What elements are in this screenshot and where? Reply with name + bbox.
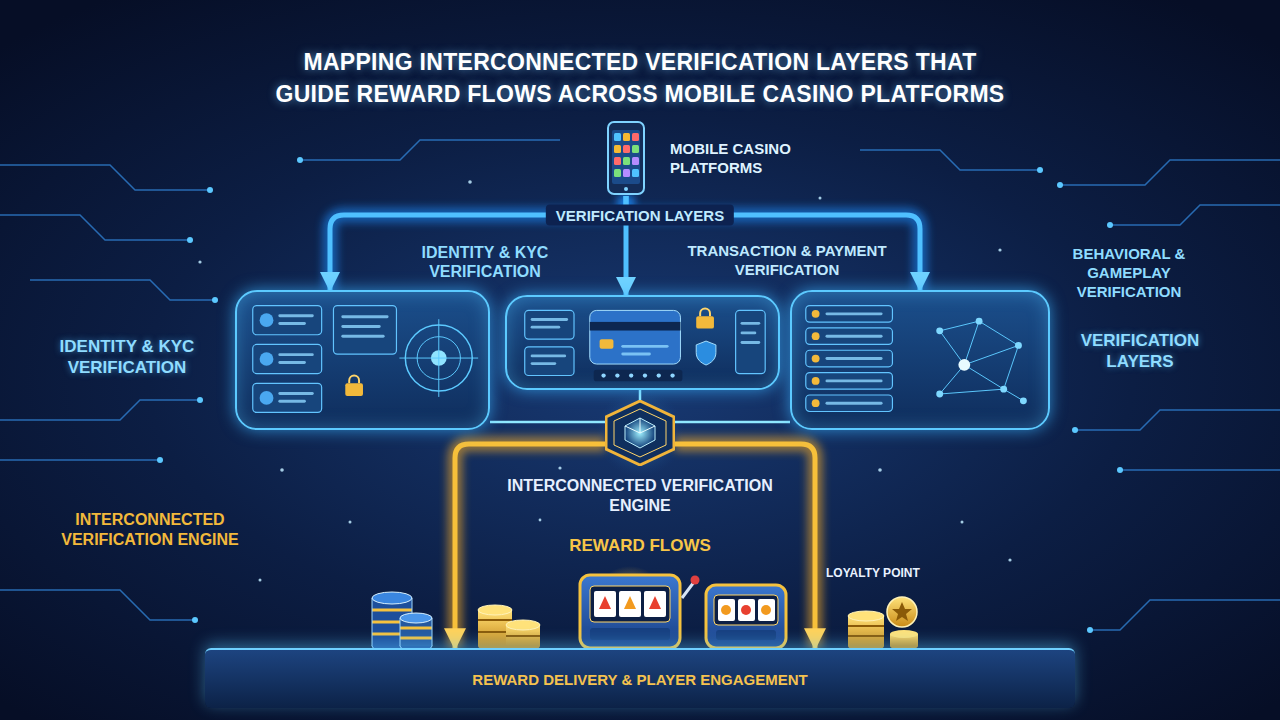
node-label: MOBILE CASINO PLATFORMS [670, 139, 820, 177]
connector-glow [675, 418, 790, 426]
verification-panel: TRANSACTION & PAYMENT VERIFICATION [505, 295, 780, 390]
node-label: INTERCONNECTED VERIFICATION ENGINE [505, 476, 775, 516]
connector-glow [636, 390, 644, 400]
annotation-label: VERIFICATION LAYERS [546, 205, 734, 226]
node-label: REWARD DELIVERY & PLAYER ENGAGEMENT [205, 650, 1075, 708]
engine-hexagon-shape [605, 400, 675, 466]
annotation-label: LOYALTY POINT [826, 566, 946, 580]
verification-panel: BEHAVIORAL & GAMEPLAY VERIFICATION [790, 290, 1050, 430]
phone-icon [596, 120, 656, 196]
annotation-label: IDENTITY & KYC VERIFICATION [405, 243, 565, 281]
panel-detail [507, 297, 778, 388]
panel-detail [792, 292, 1048, 428]
loyalty-coins [848, 597, 918, 651]
node-label: BEHAVIORAL & GAMEPLAY VERIFICATION [1054, 244, 1204, 301]
circuit-dots [157, 157, 1123, 633]
connector-glow [490, 418, 605, 426]
slot-machine [706, 585, 786, 648]
panel-detail [237, 292, 488, 428]
annotation-label: INTERCONNECTED VERIFICATION ENGINE [25, 510, 275, 550]
sparkles [198, 180, 1011, 581]
connector-arrow [675, 421, 790, 424]
annotation-label: VERIFICATION LAYERS [1060, 330, 1220, 372]
annotation-label: REWARD FLOWS [560, 536, 720, 556]
connector-arrow [490, 421, 605, 424]
circuit-lines [0, 140, 1280, 630]
node-label: IDENTITY & KYC VERIFICATION [27, 336, 227, 378]
slot-machine [580, 566, 700, 648]
diagram-title: MAPPING INTERCONNECTED VERIFICATION LAYE… [190, 46, 1090, 110]
verification-panel: IDENTITY & KYC VERIFICATION [235, 290, 490, 430]
engine-hexagon: INTERCONNECTED VERIFICATION ENGINE [605, 400, 675, 466]
node-label: TRANSACTION & PAYMENT VERIFICATION [667, 241, 907, 279]
reward-platform: REWARD DELIVERY & PLAYER ENGAGEMENT [205, 648, 1075, 708]
engine-glow [596, 389, 684, 477]
connector-arrow [639, 390, 642, 400]
gold-chips [478, 605, 540, 651]
chip-stack [372, 592, 432, 652]
platform-icon-node: MOBILE CASINO PLATFORMS [596, 120, 826, 196]
